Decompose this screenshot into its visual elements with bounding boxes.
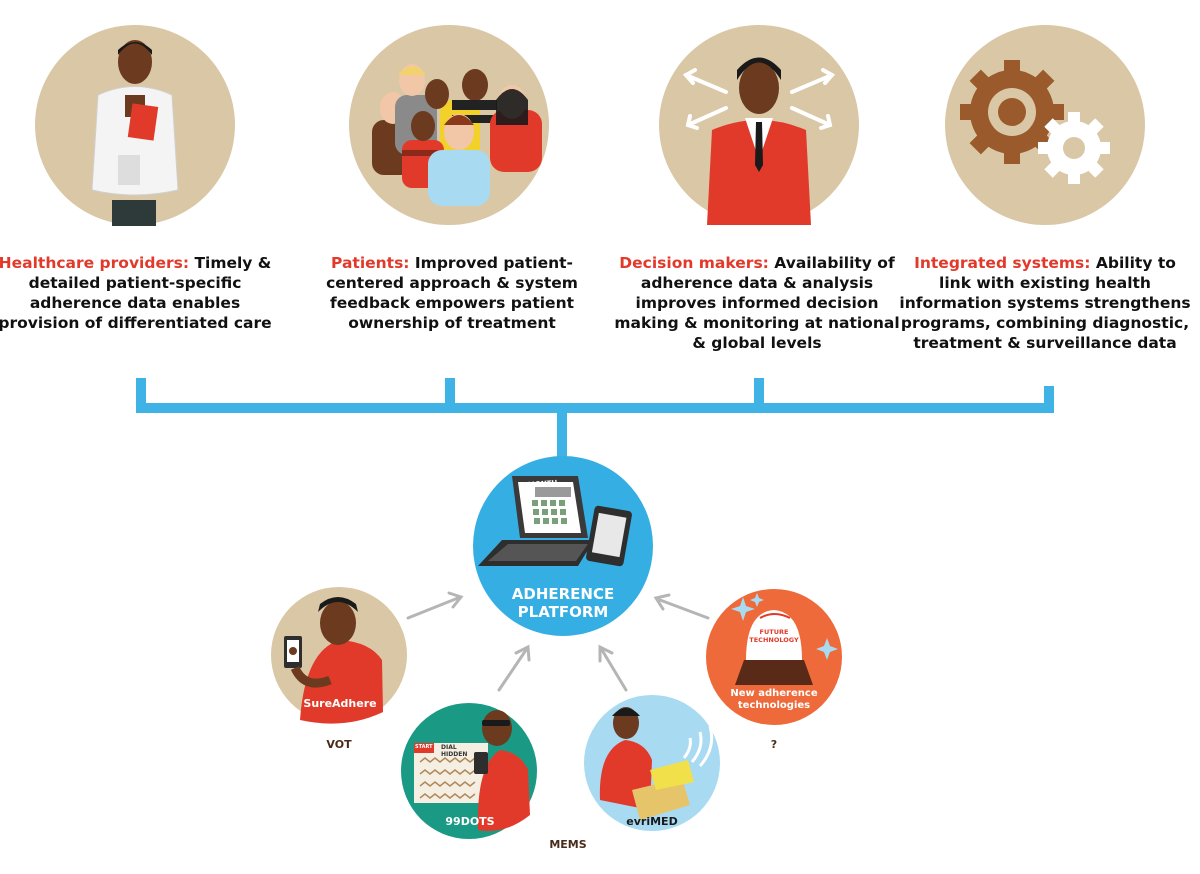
healthcare-providers-heading: Healthcare providers:	[0, 254, 190, 272]
sureadhere-badge: SureAdhere	[303, 697, 377, 710]
platform-title-line2: PLATFORM	[517, 603, 609, 621]
vot-caption: VOT	[326, 738, 352, 751]
integrated-systems-text: Ability to link with existing health inf…	[899, 254, 1191, 352]
sureadhere-circle	[271, 587, 407, 724]
future-label-line1: FUTURE	[759, 628, 789, 636]
patients-text: Improved patient-centered approach & sys…	[326, 254, 578, 332]
integrated-systems-heading: Integrated systems:	[914, 254, 1091, 272]
question-caption: ?	[770, 738, 778, 751]
decision-makers-description: Decision makers: Availability of adheren…	[612, 253, 902, 353]
dots-start-label: START	[415, 744, 433, 750]
decision-makers-text: Availability of adherence data & analysi…	[614, 254, 900, 352]
decision-maker-icon	[659, 25, 859, 225]
healthcare-providers-text: Timely & detailed patient-specific adher…	[0, 254, 272, 332]
healthcare-providers-description: Healthcare providers: Timely & detailed …	[0, 253, 280, 333]
evrimed-badge: evriMED	[626, 815, 678, 828]
future-label-line2: TECHNOLOGY	[749, 636, 799, 644]
future-technology-label: FUTURE TECHNOLOGY	[744, 628, 804, 644]
patients-group-icon	[349, 25, 549, 225]
mems-caption: MEMS	[549, 838, 587, 851]
future-technology-circle	[706, 589, 842, 725]
input-arrows	[406, 591, 710, 692]
decision-makers-heading: Decision makers:	[619, 254, 769, 272]
dots-hidden-label: HIDDEN	[441, 751, 468, 758]
doctor-icon	[35, 25, 235, 226]
gears-icon	[945, 25, 1145, 225]
platform-title-line1: ADHERENCE	[511, 585, 615, 603]
patients-heading: Patients:	[331, 254, 410, 272]
99dots-badge: 99DOTS	[445, 815, 495, 828]
connector-bracket	[136, 378, 1054, 463]
adherence-platform-circle	[473, 456, 653, 636]
dots-dial-label: DIAL	[441, 744, 457, 751]
integrated-systems-description: Integrated systems: Ability to link with…	[897, 253, 1193, 353]
evrimed-circle	[584, 695, 720, 831]
99dots-circle	[401, 703, 537, 839]
new-technologies-badge: New adherence technologies	[730, 688, 818, 711]
platform-title: ADHERENCE PLATFORM	[473, 585, 653, 621]
patients-description: Patients: Improved patient-centered appr…	[307, 253, 597, 333]
